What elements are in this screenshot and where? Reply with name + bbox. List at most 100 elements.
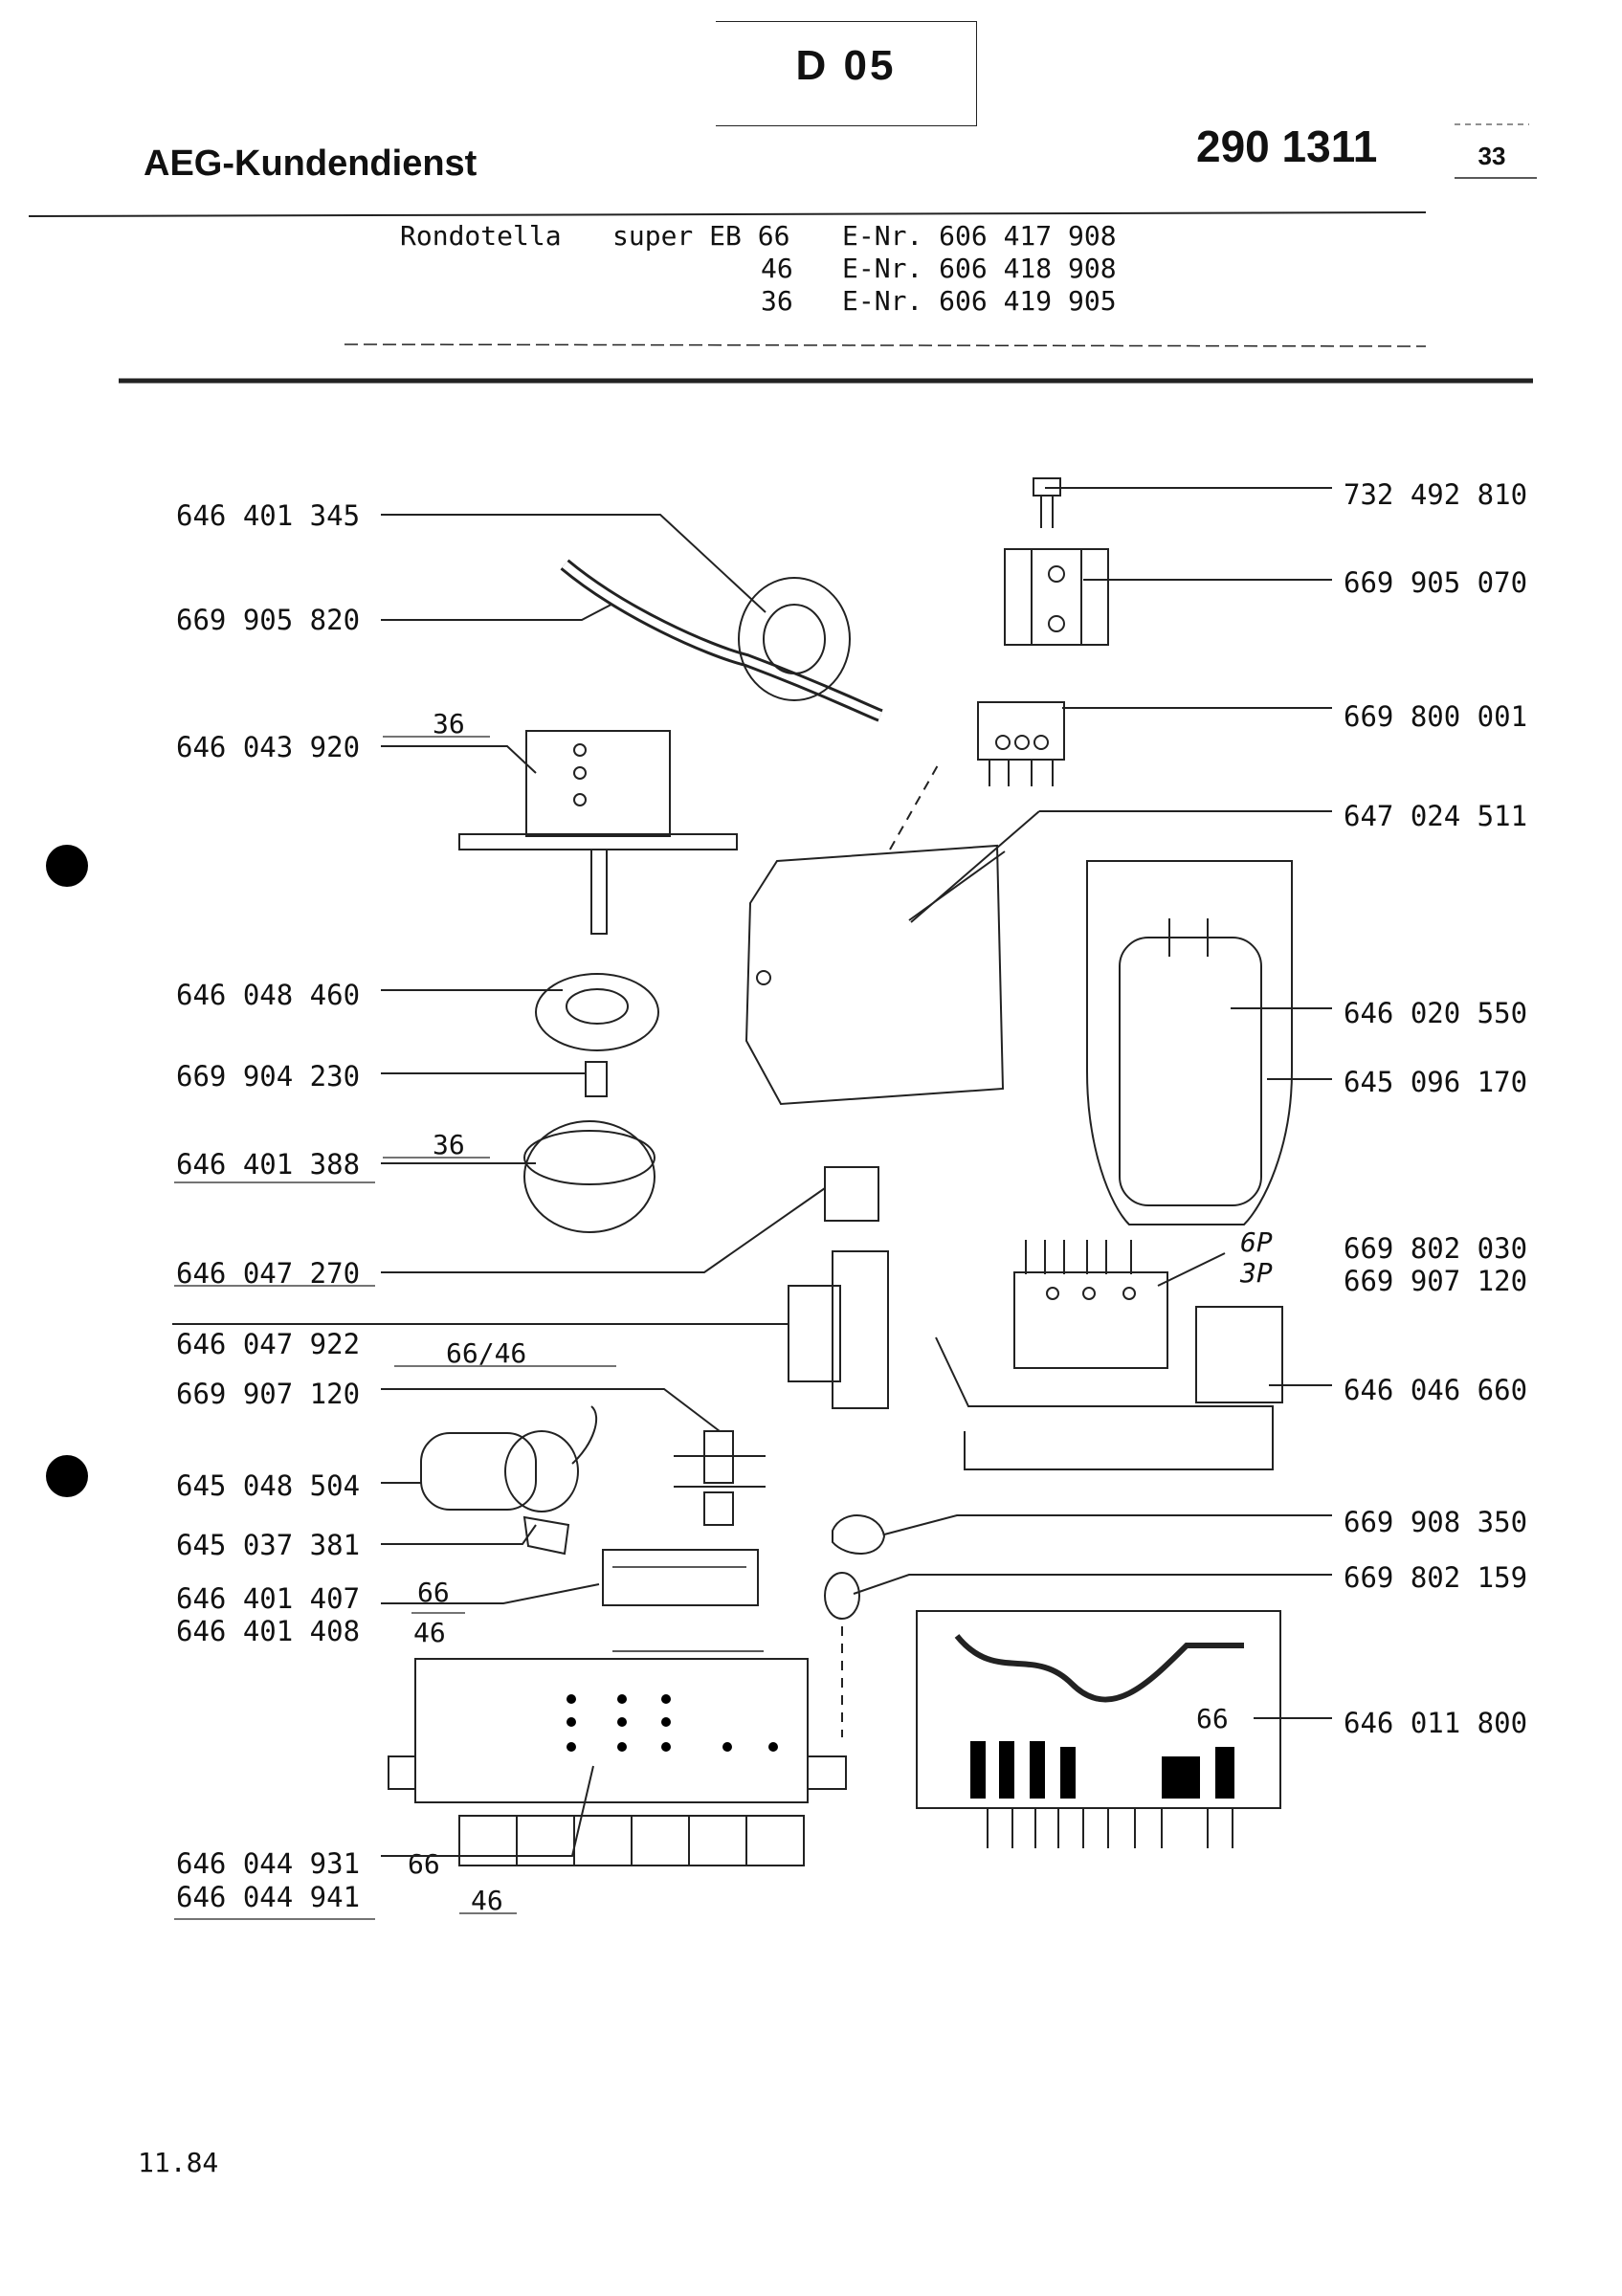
cable xyxy=(562,561,882,719)
part-number: 646 020 550 xyxy=(1344,997,1528,1029)
part-number: 669 907 120 xyxy=(1344,1265,1528,1297)
key-dividers xyxy=(516,1816,747,1866)
motor-bracket xyxy=(522,1515,570,1556)
relay-base xyxy=(935,1336,1274,1470)
leader-line xyxy=(381,514,767,613)
screw-shaft xyxy=(1040,496,1054,528)
pcb xyxy=(916,1610,1281,1809)
variant-tag: 66/46 xyxy=(446,1337,527,1369)
leader-line xyxy=(910,810,1332,923)
part-number: 646 401 345 xyxy=(176,499,361,532)
dashed-arrow xyxy=(889,764,939,850)
bracket-hole xyxy=(1048,565,1065,583)
knob-center xyxy=(566,988,629,1025)
part-number: 669 908 350 xyxy=(1344,1506,1528,1538)
thermostat xyxy=(738,577,851,701)
part-number: 646 401 388 xyxy=(176,1148,361,1181)
part-number: 646 048 460 xyxy=(176,979,361,1011)
leader-line xyxy=(381,1583,600,1604)
cap xyxy=(523,1120,655,1233)
leader-line xyxy=(853,1574,1332,1595)
part-number: 645 096 170 xyxy=(1344,1066,1528,1098)
model-enr: E-Nr. 606 417 908 xyxy=(842,220,1117,252)
part-number: 646 011 800 xyxy=(1344,1707,1528,1739)
motor-wire xyxy=(571,1405,598,1465)
variant-tag: 66 xyxy=(408,1848,440,1880)
leader-line xyxy=(883,1514,1332,1535)
capacitor-sleeve xyxy=(1086,860,1293,1225)
switch-body xyxy=(525,730,671,837)
bracket-fold xyxy=(1031,549,1082,645)
company-name: AEG-Kundendienst xyxy=(144,144,478,184)
part-number: 669 802 159 xyxy=(1344,1561,1528,1594)
part-number: 669 905 820 xyxy=(176,604,361,636)
part-number: 669 907 120 xyxy=(176,1378,361,1410)
part-number: 646 401 407 xyxy=(176,1582,361,1615)
punch-hole xyxy=(46,1455,88,1497)
model-enr: E-Nr. 606 418 908 xyxy=(842,253,1117,284)
board-tab xyxy=(807,1755,847,1790)
model-enr: E-Nr. 606 419 905 xyxy=(842,285,1117,317)
board-tab xyxy=(388,1755,416,1790)
part-number: 645 048 504 xyxy=(176,1469,361,1502)
coupling xyxy=(585,1061,608,1097)
motor-end xyxy=(504,1430,579,1512)
leader-line xyxy=(381,1524,537,1545)
leader-line xyxy=(1157,1252,1226,1287)
part-number: 669 800 001 xyxy=(1344,700,1528,733)
terminal-block xyxy=(977,701,1065,761)
print-date: 11.84 xyxy=(138,2147,219,2178)
sheet-code: D 05 xyxy=(795,42,897,89)
cover-hole xyxy=(756,970,771,985)
pcb-trace xyxy=(954,1634,1244,1703)
header-rule xyxy=(28,211,1427,217)
leader-line xyxy=(381,1388,721,1432)
model-series: 36 xyxy=(761,285,793,317)
part-number: 669 904 230 xyxy=(176,1060,361,1093)
variant-tag: 46 xyxy=(471,1885,503,1916)
header-rule xyxy=(344,343,1427,347)
socket-leads xyxy=(674,1455,766,1488)
plug-strip xyxy=(602,1549,759,1606)
variant-tag: 6P xyxy=(1240,1226,1273,1258)
bracket-hole xyxy=(1048,615,1065,632)
switch-shaft xyxy=(590,849,608,935)
variant-tag: 36 xyxy=(433,708,465,740)
part-number: 646 044 931 xyxy=(176,1847,361,1880)
cover xyxy=(744,844,1005,1106)
part-number: 646 047 922 xyxy=(176,1328,361,1360)
motor xyxy=(420,1432,537,1511)
relay-cover xyxy=(1195,1306,1283,1403)
part-number: 646 401 408 xyxy=(176,1615,361,1647)
terminal-pins xyxy=(989,760,1054,786)
part-number: 669 802 030 xyxy=(1344,1232,1528,1265)
part-number: 647 024 511 xyxy=(1344,800,1528,832)
spacer xyxy=(824,1572,860,1620)
leader-line xyxy=(381,598,623,621)
part-number: 646 043 920 xyxy=(176,731,361,763)
leader-line xyxy=(381,1765,594,1857)
leader-line xyxy=(381,745,537,774)
socket xyxy=(703,1491,734,1526)
page-number: 33 xyxy=(1478,142,1506,170)
variant-tag: 3P xyxy=(1240,1257,1273,1289)
leader-line xyxy=(381,1187,826,1273)
connector-left xyxy=(788,1285,841,1382)
part-number: 645 037 381 xyxy=(176,1529,361,1561)
punch-hole xyxy=(46,845,88,887)
capacitor xyxy=(1119,937,1262,1206)
model-name: Rondotella xyxy=(400,220,562,252)
variant-tag: 46 xyxy=(413,1617,446,1648)
bracket xyxy=(1004,548,1109,646)
capacitor-terminals xyxy=(1168,918,1209,957)
part-number: 732 492 810 xyxy=(1344,478,1528,511)
sheet-code-box xyxy=(716,21,977,126)
model-series: 46 xyxy=(761,253,793,284)
cap-top xyxy=(523,1130,655,1185)
relay-block xyxy=(1013,1271,1168,1369)
cover-arrow xyxy=(908,850,1006,921)
knob xyxy=(535,973,659,1051)
thermostat-center xyxy=(763,604,826,674)
pcb-pins xyxy=(987,1808,1233,1848)
